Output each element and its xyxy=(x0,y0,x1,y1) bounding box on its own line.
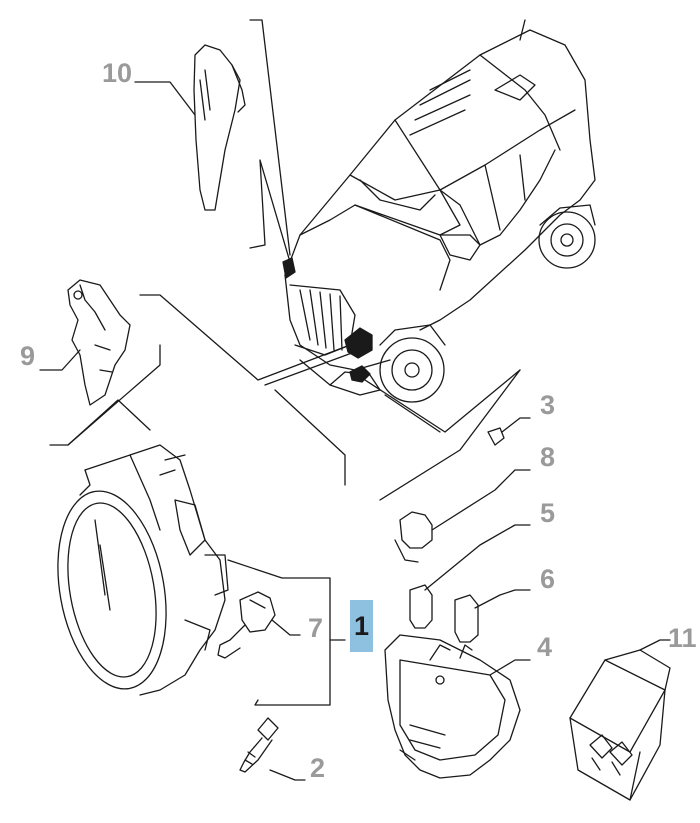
vehicle-illustration xyxy=(284,19,596,403)
part-1-grouping-lines xyxy=(227,559,346,706)
callout-5[interactable]: 5 xyxy=(540,498,556,528)
part-5-bulb xyxy=(409,524,531,629)
part-2-screw xyxy=(239,717,306,781)
part-11-kit-box xyxy=(569,639,671,801)
part-4-fog-lamp xyxy=(384,634,531,779)
callout-8[interactable]: 8 xyxy=(540,442,556,472)
callout-2[interactable]: 2 xyxy=(310,753,326,783)
part-3-clip xyxy=(487,417,531,446)
part-9-bracket xyxy=(39,279,131,406)
callout-3[interactable]: 3 xyxy=(540,390,556,420)
leader-lines xyxy=(49,19,521,501)
part-8-bulb xyxy=(394,469,531,563)
callout-11[interactable]: 11 xyxy=(668,623,697,653)
part-10-side-marker xyxy=(134,44,246,211)
callout-6[interactable]: 6 xyxy=(540,564,556,594)
part-6-bulb xyxy=(454,589,531,643)
part-1-headlamp-assembly xyxy=(57,444,229,696)
callout-4[interactable]: 4 xyxy=(537,632,553,662)
callout-10[interactable]: 10 xyxy=(102,58,133,88)
part-7-bulb xyxy=(217,591,301,659)
callout-7[interactable]: 7 xyxy=(308,613,324,643)
callout-1[interactable]: 1 xyxy=(350,600,374,652)
callout-9[interactable]: 9 xyxy=(20,341,36,371)
headlamp-position-marker xyxy=(282,257,373,383)
